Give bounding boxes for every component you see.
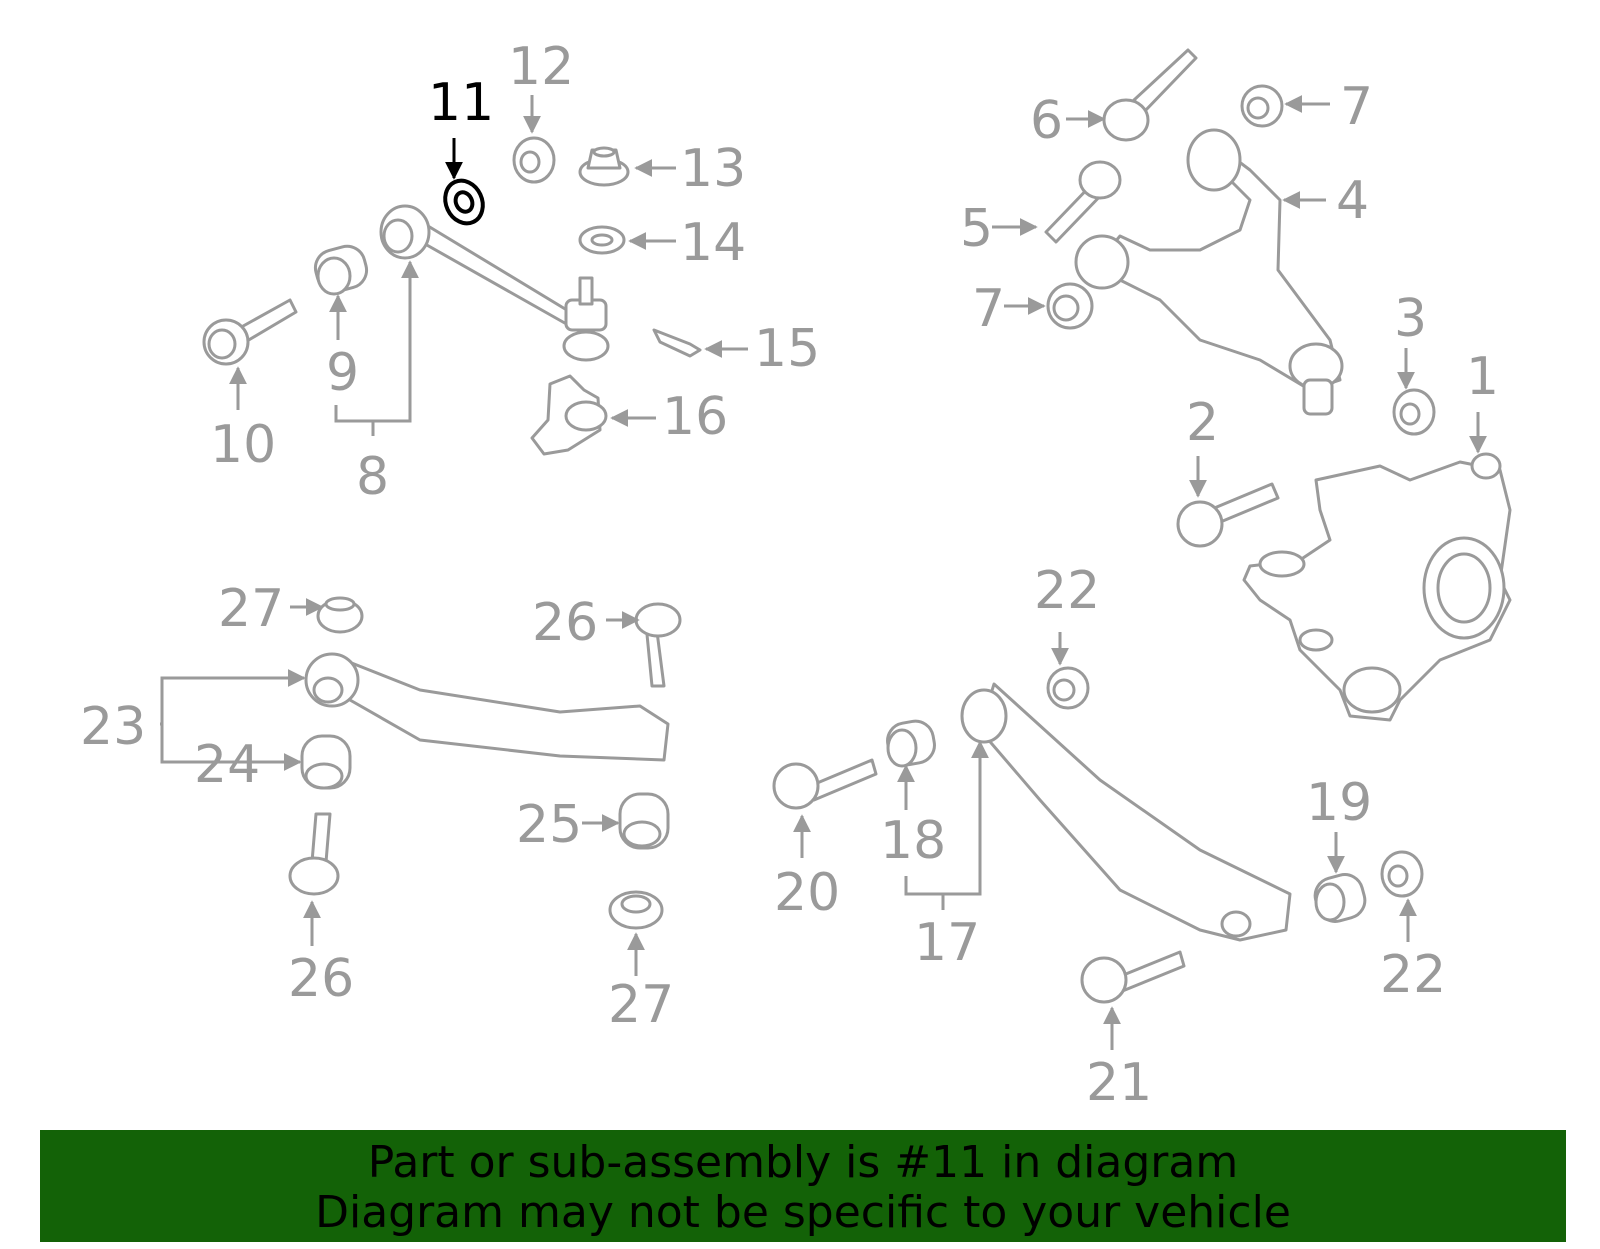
- part-21-bolt: [1080, 950, 1186, 1004]
- part-20-bolt: [772, 758, 878, 810]
- callout-2: 2: [1186, 393, 1219, 453]
- part-25-bushing: [618, 792, 670, 850]
- part-17-lower-arm: [960, 682, 1292, 942]
- part-11-washer[interactable]: [438, 174, 489, 229]
- callout-11: 11: [428, 73, 494, 133]
- callout-13: 12: [508, 37, 574, 97]
- callout-3: 3: [1394, 289, 1427, 349]
- part-10-bolt: [202, 298, 298, 366]
- callout-23: 23: [80, 697, 146, 757]
- part-18-bushing: [886, 719, 936, 768]
- callout-27-bottom: 27: [608, 975, 674, 1035]
- part-27-nut-top: [316, 596, 364, 634]
- callout-4: 4: [1336, 171, 1369, 231]
- part-22-bushing-top: [1046, 666, 1090, 710]
- callout-22-bottom: 22: [1380, 945, 1446, 1005]
- callout-7-upper: 7: [1340, 77, 1373, 137]
- callout-19: 19: [1306, 773, 1372, 833]
- callout-24: 24: [194, 735, 260, 795]
- callout-26-top: 26: [532, 593, 598, 653]
- part-8-link: [379, 204, 610, 362]
- part-16-bracket: [530, 374, 608, 456]
- part-2-bolt: [1176, 482, 1280, 548]
- part-27-nut-bottom: [608, 890, 664, 930]
- part-15-clip: [652, 328, 702, 358]
- part-22-bushing-bottom: [1380, 850, 1424, 898]
- part-26-bolt-top: [634, 602, 682, 688]
- part-24-bushing: [300, 734, 352, 790]
- callout-20: 20: [774, 863, 840, 923]
- callout-26-bottom: 26: [288, 949, 354, 1009]
- part-5-bolt: [1044, 160, 1122, 244]
- callout-22-top: 22: [1034, 561, 1100, 621]
- callout-6: 6: [1030, 91, 1063, 151]
- callout-27-top: 27: [218, 579, 284, 639]
- part-7-nut-lower: [1046, 282, 1094, 330]
- parts-diagram: 11 12 13 14 15 16 9 10 8 6 7 4 5 7 3 1 2…: [80, 37, 1512, 1113]
- callout-17: 17: [914, 913, 980, 973]
- callout-1: 1: [1466, 347, 1499, 407]
- part-7-nut-upper: [1240, 84, 1284, 128]
- callout-5: 5: [960, 199, 993, 259]
- callout-25: 25: [516, 795, 582, 855]
- callout-18: 18: [880, 811, 946, 871]
- callout-8: 8: [356, 447, 389, 507]
- callout-14: 13: [680, 139, 746, 199]
- callout-16: 16: [662, 387, 728, 447]
- callout-9: 9: [326, 343, 359, 403]
- info-banner: Part or sub-assembly is #11 in diagram D…: [40, 1130, 1566, 1242]
- callout-21: 21: [1086, 1053, 1152, 1113]
- part-23-link: [304, 652, 670, 762]
- part-4-upper-arm: [1074, 128, 1344, 416]
- banner-line-disclaimer: Diagram may not be specific to your vehi…: [315, 1187, 1291, 1238]
- part-3-bushing: [1392, 388, 1436, 436]
- part-6-bolt: [1102, 48, 1198, 142]
- banner-line-part: Part or sub-assembly is #11 in diagram: [367, 1137, 1239, 1188]
- callout-12: 14: [680, 213, 746, 273]
- callout-7-lower: 7: [972, 279, 1005, 339]
- part-1-knuckle: [1242, 452, 1512, 722]
- part-19-bushing: [1313, 873, 1367, 923]
- part-9-bushing: [313, 244, 369, 296]
- part-13-bushing: [512, 136, 556, 184]
- part-14-nut: [578, 146, 630, 187]
- callout-10: 10: [210, 415, 276, 475]
- part-26-bolt-bottom: [288, 812, 340, 896]
- callout-15: 15: [754, 319, 820, 379]
- part-12-washer: [578, 225, 626, 255]
